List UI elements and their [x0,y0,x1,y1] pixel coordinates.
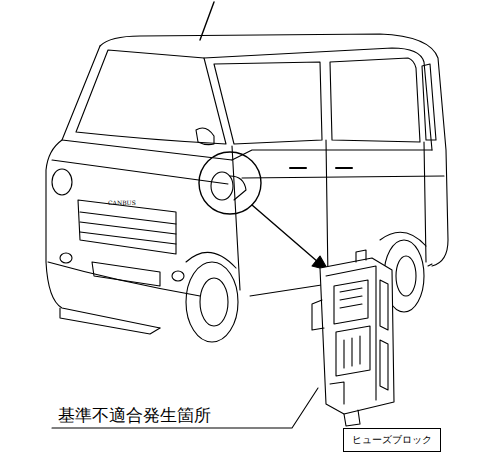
part-name-box: ヒューズブロック [343,428,441,452]
badge-text: CANBUS [108,199,136,206]
callout-label: 基準不適合発生箇所 [58,404,211,427]
leader-line [52,388,318,428]
part-name: ヒューズブロック [352,433,432,447]
fuse-block [312,250,394,426]
